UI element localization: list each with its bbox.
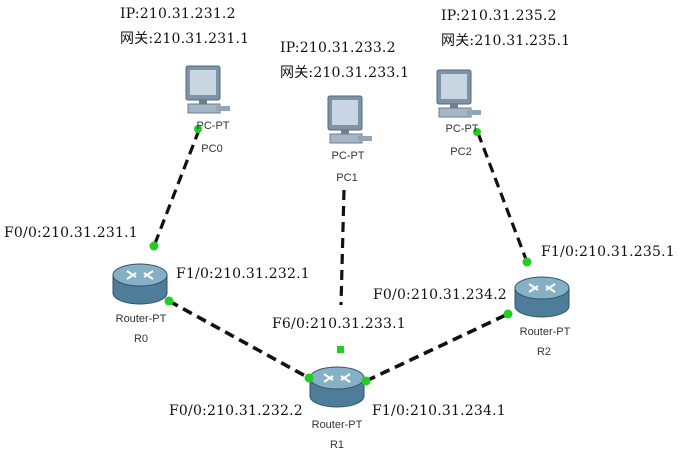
link-pc2-r2 bbox=[476, 132, 529, 263]
pc0-gateway-label: 网关:210.31.231.1 bbox=[120, 31, 250, 47]
pc1-ip-label: IP:210.31.233.2 bbox=[280, 40, 396, 56]
link-r0-r1 bbox=[168, 299, 310, 380]
router-icon[interactable] bbox=[514, 276, 570, 318]
r1-f6-interface-label: F6/0:210.31.233.1 bbox=[272, 316, 406, 332]
r0-name-label: R0 bbox=[133, 333, 149, 345]
port-indicator bbox=[337, 346, 344, 353]
pc2-ip-label: IP:210.31.235.2 bbox=[441, 8, 557, 24]
port-indicator bbox=[149, 241, 159, 251]
pc0-type-label: PC-PT bbox=[196, 120, 230, 132]
port-indicator bbox=[522, 257, 532, 267]
computer-icon[interactable] bbox=[436, 69, 481, 118]
links bbox=[152, 129, 529, 383]
r2-f0-interface-label: F0/0:210.31.234.2 bbox=[373, 287, 507, 303]
pc0-name-label: PC0 bbox=[201, 143, 223, 155]
port-indicator bbox=[194, 125, 202, 133]
router-icon[interactable] bbox=[112, 263, 168, 305]
port-indicator bbox=[304, 373, 314, 383]
r2-f1-interface-label: F1/0:210.31.235.1 bbox=[541, 244, 675, 260]
r0-f0-interface-label: F0/0:210.31.231.1 bbox=[4, 225, 138, 241]
link-pc0-r0 bbox=[152, 129, 201, 247]
pc1-type-label: PC-PT bbox=[331, 150, 365, 162]
pc1-name-label: PC1 bbox=[336, 172, 358, 184]
computer-icon[interactable] bbox=[185, 65, 230, 114]
r0-type-label: Router-PT bbox=[115, 313, 167, 325]
port-indicator bbox=[503, 309, 513, 319]
r1-f0-interface-label: F0/0:210.31.232.2 bbox=[169, 403, 303, 419]
pc2-name-label: PC2 bbox=[450, 146, 472, 158]
link-r1-r2 bbox=[365, 312, 509, 383]
port-indicator bbox=[361, 376, 371, 386]
r0-f1-interface-label: F1/0:210.31.232.1 bbox=[176, 266, 310, 282]
router-icon[interactable] bbox=[309, 366, 365, 408]
r1-f1-interface-label: F1/0:210.31.234.1 bbox=[372, 403, 506, 419]
port-indicators bbox=[149, 125, 532, 386]
link-pc1-r1 bbox=[339, 189, 346, 306]
r2-type-label: Router-PT bbox=[519, 326, 571, 338]
pc1-gateway-label: 网关:210.31.233.1 bbox=[280, 65, 410, 81]
r1-type-label: Router-PT bbox=[311, 419, 363, 431]
r2-name-label: R2 bbox=[536, 346, 552, 358]
pc2-type-label: PC-PT bbox=[445, 123, 479, 135]
pc0-ip-label: IP:210.31.231.2 bbox=[120, 6, 236, 22]
r1-name-label: R1 bbox=[329, 439, 345, 451]
port-indicator bbox=[164, 296, 174, 306]
pc2-gateway-label: 网关:210.31.235.1 bbox=[441, 33, 571, 49]
port-indicator bbox=[473, 128, 481, 136]
computer-icon[interactable] bbox=[327, 95, 372, 144]
